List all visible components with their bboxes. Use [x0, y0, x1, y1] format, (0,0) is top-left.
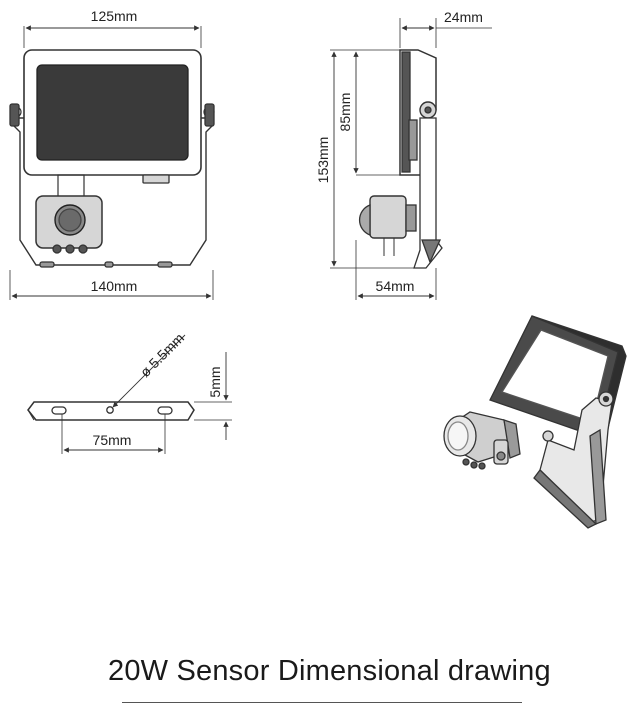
bracket-base-view: [27, 334, 232, 454]
slot-right: [157, 406, 173, 415]
front-view: [9, 25, 215, 300]
dim-side-depth: 24mm: [444, 9, 483, 25]
dim-bracket-thickness: 5mm: [207, 366, 223, 397]
center-hole: [106, 406, 114, 414]
title-underline: [122, 702, 522, 703]
dim-front-width: 125mm: [91, 8, 138, 24]
isometric-view: [443, 315, 627, 529]
dim-base-width: 140mm: [91, 278, 138, 294]
dim-hole-diameter: ø 5.5mm: [137, 330, 187, 380]
lamp-housing: [23, 49, 202, 176]
drawing-title: 20W Sensor Dimensional drawing: [108, 655, 551, 687]
side-view: [330, 18, 492, 300]
dim-total-height: 153mm: [315, 137, 331, 184]
dim-bracket-height: 85mm: [337, 93, 353, 132]
dim-hole-spacing: 75mm: [93, 432, 132, 448]
dim-bracket-depth: 54mm: [376, 278, 415, 294]
slot-left: [51, 406, 67, 415]
lamp-glass: [36, 64, 189, 161]
